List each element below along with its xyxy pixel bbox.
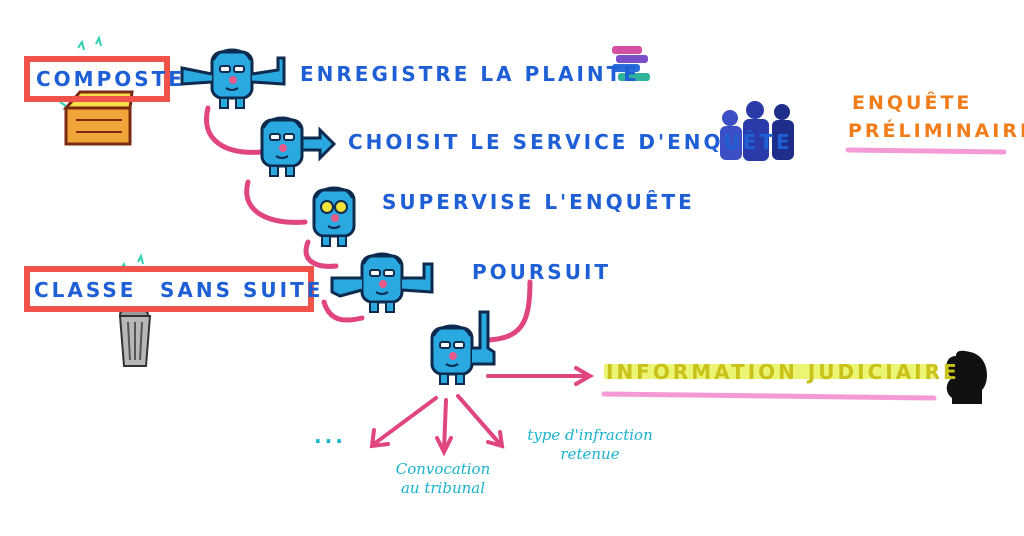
branch-infraction-line1: type d'infraction [527, 426, 653, 444]
composte-box [24, 56, 170, 102]
connector-1-2 [204, 105, 265, 155]
branch-infraction-line2: retenue [560, 445, 620, 463]
highlight-information [604, 364, 934, 379]
branch-convocation: Convocation au tribunal [388, 460, 498, 498]
connector-3-4 [303, 239, 339, 269]
police-group-icon [720, 101, 794, 161]
outcome-composte: COMPOSTE [36, 67, 185, 91]
step-poursuit: POURSUIT [472, 260, 612, 284]
connector-4-final [321, 299, 365, 323]
connector-2-3 [244, 179, 308, 225]
arrow-ellipsis [369, 396, 438, 449]
outcome-classe: CLASSE [34, 278, 137, 302]
title-tag-line1: ENQUÊTE [852, 92, 973, 114]
arrow-information [486, 366, 595, 386]
branch-convocation-line1: Convocation [395, 460, 491, 478]
character-icon [260, 116, 337, 178]
connector-poursuit [485, 279, 533, 343]
step-choisit: CHOISIT LE SERVICE D'ENQUÊTE [348, 130, 793, 154]
outcome-sans-suite: SANS SUITE [160, 278, 324, 302]
underline-information [601, 391, 937, 401]
branch-ellipsis: ... [314, 424, 346, 448]
branch-infraction: type d'infraction retenue [510, 426, 670, 464]
underline-enquete [845, 147, 1007, 155]
arrow-infraction [456, 394, 505, 449]
character-icon [180, 48, 286, 110]
character-icon [312, 186, 356, 248]
character-icon [330, 252, 434, 314]
step-supervise: SUPERVISE L'ENQUÊTE [382, 190, 695, 214]
title-tag-line2: PRÉLIMINAIRE [848, 120, 1024, 142]
branch-convocation-line2: au tribunal [400, 479, 486, 497]
judge-silhouette-icon [946, 350, 987, 404]
step-enregistre: ENREGISTRE LA PLAINTE [300, 62, 640, 86]
outcome-information: INFORMATION JUDICIAIRE [606, 360, 960, 384]
classe-box [24, 266, 314, 312]
character-icon [430, 310, 496, 386]
arrow-convocation [435, 398, 453, 457]
book-stack-icon [612, 46, 650, 81]
